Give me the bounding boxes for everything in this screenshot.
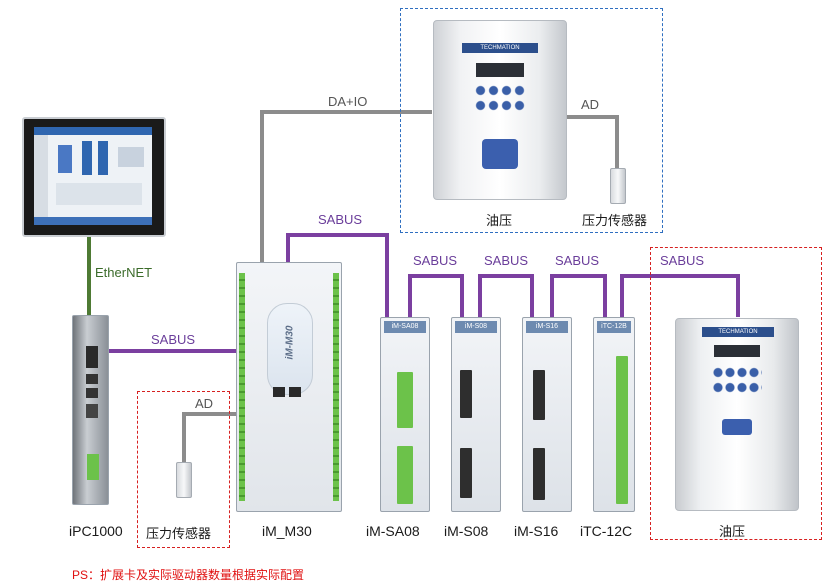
ad-left-line xyxy=(182,412,236,463)
sabus-4-label: SABUS xyxy=(660,253,705,268)
im-s16-label: iM-S16 xyxy=(514,523,559,539)
im-s08-head: iM-S08 xyxy=(455,321,497,333)
ad-left-label: AD xyxy=(195,396,214,411)
top-drive-brand: TECHMATION xyxy=(462,43,538,53)
ipc1000-device xyxy=(72,315,109,505)
sabus-2-label: SABUS xyxy=(484,253,529,268)
servo-drive-group-box xyxy=(400,8,663,233)
hmi-monitor xyxy=(22,117,166,237)
right-oil-label: 油压 xyxy=(719,524,746,539)
im-sa08-head: iM-SA08 xyxy=(384,321,426,333)
sabus-3-line xyxy=(550,274,607,317)
sabus-3-label: SABUS xyxy=(555,253,600,268)
da-io-label: DA+IO xyxy=(328,94,368,109)
im-sa08-label: iM-SA08 xyxy=(366,523,420,539)
right-oil-group-box xyxy=(650,247,822,540)
sabus-main-label: SABUS xyxy=(318,212,363,227)
da-io-line xyxy=(260,110,432,262)
sabus-4-line xyxy=(620,274,740,317)
im-s08-module: iM-S08 xyxy=(451,317,501,512)
sabus-2-line xyxy=(478,274,534,317)
sabus-1-line xyxy=(408,274,464,317)
ad-top-label: AD xyxy=(581,97,600,112)
itc-12c-label: iTC-12C xyxy=(580,523,633,539)
left-sensor-label: 压力传感器 xyxy=(146,526,212,541)
ipc1000-label: iPC1000 xyxy=(69,523,123,539)
im-s16-head: iM-S16 xyxy=(526,321,568,333)
left-sensor-group-box xyxy=(137,391,230,548)
top-oil-servo-drive: TECHMATION xyxy=(433,20,567,200)
itc-12b-head: iTC-12B xyxy=(597,321,631,333)
top-sensor-label: 压力传感器 xyxy=(582,213,648,228)
im-sa08-module: iM-SA08 xyxy=(380,317,430,512)
right-oil-servo-drive: TECHMATION xyxy=(675,318,799,511)
sabus-1-label: SABUS xyxy=(413,253,458,268)
footnote: PS：扩展卡及实际驱动器数量根据实际配置 xyxy=(72,568,305,582)
ethernet-label: EtherNET xyxy=(95,265,153,280)
hmi-screen xyxy=(34,127,152,225)
ad-top-line xyxy=(565,115,619,168)
im-s16-module: iM-S16 xyxy=(522,317,572,512)
im-m30-label: iM_M30 xyxy=(262,523,312,539)
sabus-main-line xyxy=(286,233,389,317)
sabus-ipc-label: SABUS xyxy=(151,332,196,347)
im-s08-label: iM-S08 xyxy=(444,523,489,539)
left-pressure-sensor xyxy=(176,462,192,498)
itc-12b-module: iTC-12B xyxy=(593,317,635,512)
im-m30-head: iM-M30 xyxy=(284,325,296,360)
top-oil-label: 油压 xyxy=(486,213,513,228)
im-m30-device: iM-M30 xyxy=(236,262,342,512)
top-pressure-sensor xyxy=(610,168,626,204)
right-drive-brand: TECHMATION xyxy=(702,327,774,337)
